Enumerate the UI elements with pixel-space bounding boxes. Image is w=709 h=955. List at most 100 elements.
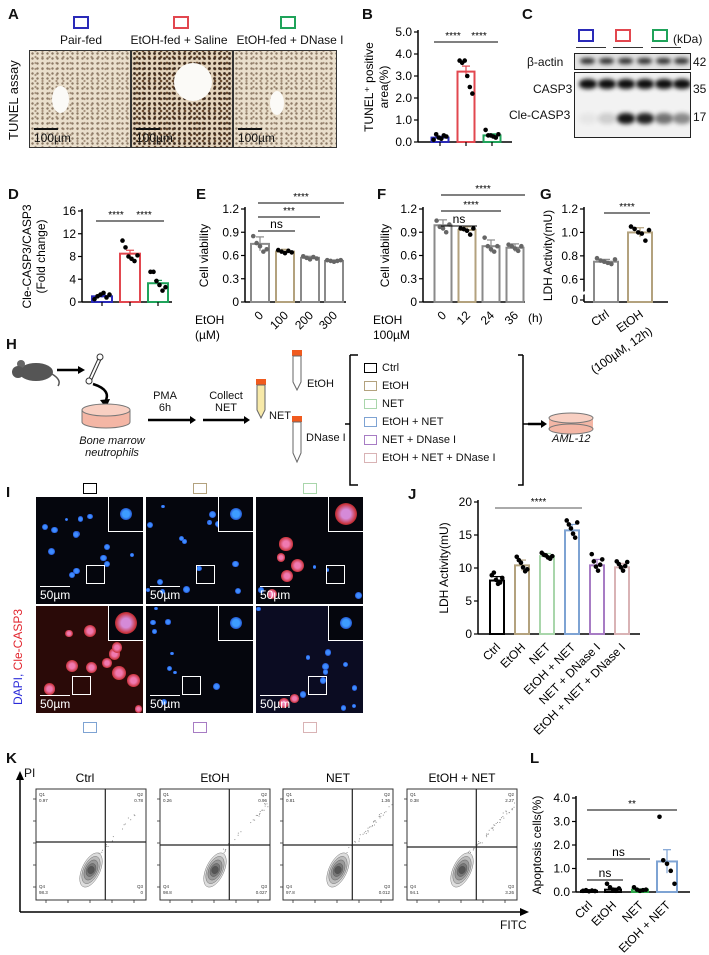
fitc-axis-label: FITC (500, 918, 527, 932)
quadrant-name: Q4 (163, 884, 170, 889)
x-axis-label: (µM) (195, 328, 220, 342)
blot-beta-actin (574, 53, 691, 70)
data-point (282, 250, 288, 256)
arrow-icon (528, 420, 547, 428)
data-point (599, 557, 605, 562)
group-label: Pair-fed (59, 33, 103, 47)
bar (481, 245, 501, 303)
condition-item: NET + DNase I (364, 434, 456, 446)
y-tick-label: 4.0 (395, 47, 412, 61)
significance-label: ns (599, 866, 612, 880)
data-point (518, 560, 524, 566)
bone-marrow-neutrophils-label: Bone marrow neutrophils (79, 435, 145, 459)
tube-icon (256, 379, 266, 420)
condition-color-square (364, 453, 377, 463)
bar (250, 242, 270, 303)
band-casp3 (655, 79, 673, 89)
y-tick-label: 12 (63, 227, 77, 241)
panel-label-j: J (408, 486, 417, 503)
quadrant-value: 0.26 (163, 798, 172, 803)
bracket-icon (345, 354, 528, 486)
data-point (605, 260, 611, 266)
y-tick-label: 1.0 (561, 225, 578, 239)
data-point (470, 91, 475, 96)
panel-label-b: B (362, 6, 373, 23)
bar (593, 260, 619, 304)
y-tick-label: 1.2 (222, 202, 239, 216)
blot-label-cle-casp3: Cle-CASP3 (509, 108, 571, 122)
data-point (433, 132, 439, 137)
condition-item: EtOH + NET (364, 416, 443, 428)
blot-label-beta-actin: β-actin (527, 55, 564, 69)
band-beta-actin (637, 58, 652, 64)
data-point (570, 531, 576, 536)
x-unit-label: (h) (528, 311, 543, 325)
condition-item: EtOH (364, 380, 409, 392)
fluorescence-image-etoh: 50µm (146, 497, 253, 604)
data-point (132, 258, 137, 264)
y-tick-label: 8 (69, 250, 76, 264)
data-point (471, 226, 476, 231)
data-point (495, 243, 500, 249)
quadrant-name: Q1 (286, 792, 293, 797)
quadrant-value: 98.3 (39, 890, 48, 895)
bar (514, 564, 530, 635)
contour (458, 866, 466, 874)
arrow-icon (203, 416, 250, 424)
quadrant-value: 0 (140, 890, 143, 895)
data-point (92, 296, 97, 302)
fluorescence-image-net-dnase-i: 50µm (146, 606, 253, 713)
highlight-box (308, 676, 327, 695)
data-point (566, 522, 572, 527)
bar (489, 579, 505, 635)
y-tick-label: 0.6 (400, 249, 417, 263)
quadrant-name: Q4 (410, 884, 417, 889)
y-tick-label: 0.9 (222, 225, 239, 239)
data-point (509, 243, 515, 249)
data-point (620, 568, 626, 573)
condition-color-square (364, 435, 377, 445)
group-color-square (83, 722, 97, 733)
data-point (515, 248, 521, 254)
bar (300, 256, 320, 304)
quadrant-name: Q4 (286, 884, 293, 889)
fluorescence-image-ctrl: 50µm (36, 497, 143, 604)
x-tick-label: 200 (292, 308, 316, 332)
significance-label: ** (628, 799, 636, 810)
contour (334, 866, 342, 874)
data-point (493, 135, 499, 140)
bar (505, 246, 525, 303)
arrow-icon (148, 416, 196, 424)
data-point (598, 258, 603, 263)
data-point (485, 243, 491, 249)
condition-item: NET (364, 398, 404, 410)
y-tick-label: 0 (69, 295, 76, 309)
group-color-square (280, 16, 296, 29)
y-tick-label: 2.0 (395, 91, 412, 105)
pi-axis-label: PI (24, 766, 36, 780)
dish-icon (548, 412, 594, 435)
quadrant-value: 0.027 (256, 890, 268, 895)
data-point (635, 230, 641, 235)
significance-label: ns (612, 845, 625, 859)
data-point (668, 868, 674, 874)
mouse-icon (12, 360, 60, 387)
group-label: EtOH-fed + Saline (130, 33, 228, 47)
tube-label-dnase: DNase I (306, 432, 346, 444)
contour (87, 866, 95, 874)
condition-item: Ctrl (364, 362, 399, 374)
data-point (514, 554, 520, 560)
group-color-square (193, 722, 207, 733)
group-color-square (303, 722, 317, 733)
condition-color-square (364, 417, 377, 427)
data-point (628, 224, 634, 229)
significance-label: **** (475, 184, 491, 195)
data-point (549, 553, 555, 559)
kda-17: 17 (693, 110, 707, 124)
data-point (493, 577, 499, 583)
bar (324, 259, 344, 303)
y-axis-label: Cell viability (197, 224, 211, 287)
panel-label-g: G (540, 186, 552, 203)
